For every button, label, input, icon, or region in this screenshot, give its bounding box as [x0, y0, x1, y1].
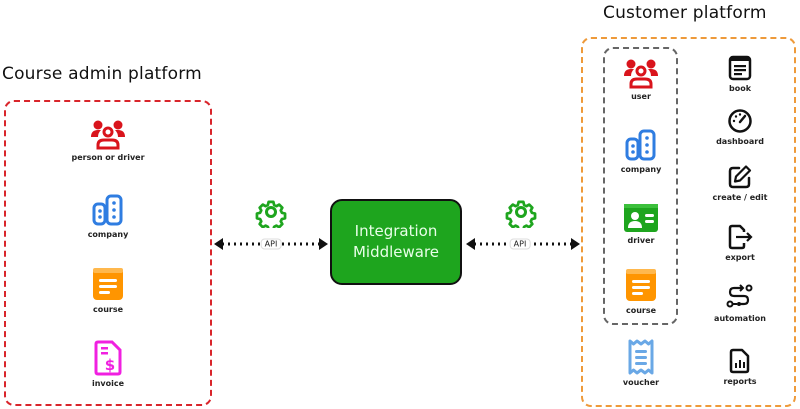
customer-entity-user: user: [591, 59, 691, 101]
feature-export: export: [690, 224, 790, 262]
customer-platform-container: [581, 37, 796, 407]
feature-label: export: [725, 253, 755, 262]
admin-item-course: course: [58, 266, 158, 314]
integration-middleware: Integration Middleware: [330, 199, 462, 285]
invoice-icon: $: [94, 340, 122, 376]
document-icon: [626, 269, 656, 301]
edit-icon: [728, 165, 752, 189]
customer-entity-course: course: [591, 267, 691, 315]
feature-reports: reports: [690, 348, 790, 386]
building-icon: [92, 194, 123, 226]
admin-item-invoice: $ invoice: [58, 340, 158, 388]
document-icon: [93, 268, 123, 300]
feature-label: create / edit: [712, 193, 768, 202]
export-icon: [728, 224, 753, 250]
feature-label: book: [728, 84, 752, 93]
feature-automation: automation: [690, 283, 790, 323]
receipt-icon: [628, 339, 654, 375]
customer-entity-label: user: [631, 92, 651, 101]
customer-platform-title: Customer platform: [603, 3, 767, 23]
admin-item-label: invoice: [91, 379, 125, 388]
admin-item-company: company: [58, 193, 158, 239]
feature-label: automation: [714, 314, 766, 323]
admin-platform-title: Course admin platform: [2, 64, 202, 84]
feature-dashboard: dashboard: [690, 108, 790, 146]
customer-entity-label: driver: [627, 236, 655, 245]
api-label: API: [260, 238, 282, 250]
feature-label: reports: [723, 377, 757, 386]
customer-entity-label: course: [625, 306, 657, 315]
customer-entity-label: company: [620, 165, 662, 174]
book-icon: [728, 55, 752, 81]
people-icon: [624, 59, 658, 89]
svg-text:$: $: [105, 356, 115, 374]
feature-label: dashboard: [716, 137, 764, 146]
middleware-line2: Middleware: [352, 243, 440, 261]
admin-item-label: company: [87, 230, 129, 239]
building-icon: [625, 129, 656, 161]
people-icon: [91, 120, 125, 150]
automation-icon: [726, 284, 753, 308]
report-icon: [729, 348, 750, 374]
customer-entity-voucher: voucher: [591, 339, 691, 387]
admin-item-label: course: [92, 305, 124, 314]
gear-icon: [255, 200, 287, 228]
gauge-icon: [728, 109, 752, 133]
customer-entities-group: [603, 47, 678, 325]
admin-platform-container: [4, 100, 212, 406]
admin-item-person: person or driver: [58, 120, 158, 162]
customer-entity-driver: driver: [591, 203, 691, 245]
api-label: API: [509, 238, 531, 250]
feature-create-edit: create / edit: [690, 164, 790, 202]
customer-entity-company: company: [591, 128, 691, 174]
admin-item-label: person or driver: [71, 153, 145, 162]
customer-entity-label: voucher: [622, 378, 660, 387]
id-card-icon: [624, 204, 658, 232]
feature-book: book: [690, 55, 790, 93]
middleware-line1: Integration: [354, 222, 438, 240]
gear-icon: [505, 200, 537, 228]
